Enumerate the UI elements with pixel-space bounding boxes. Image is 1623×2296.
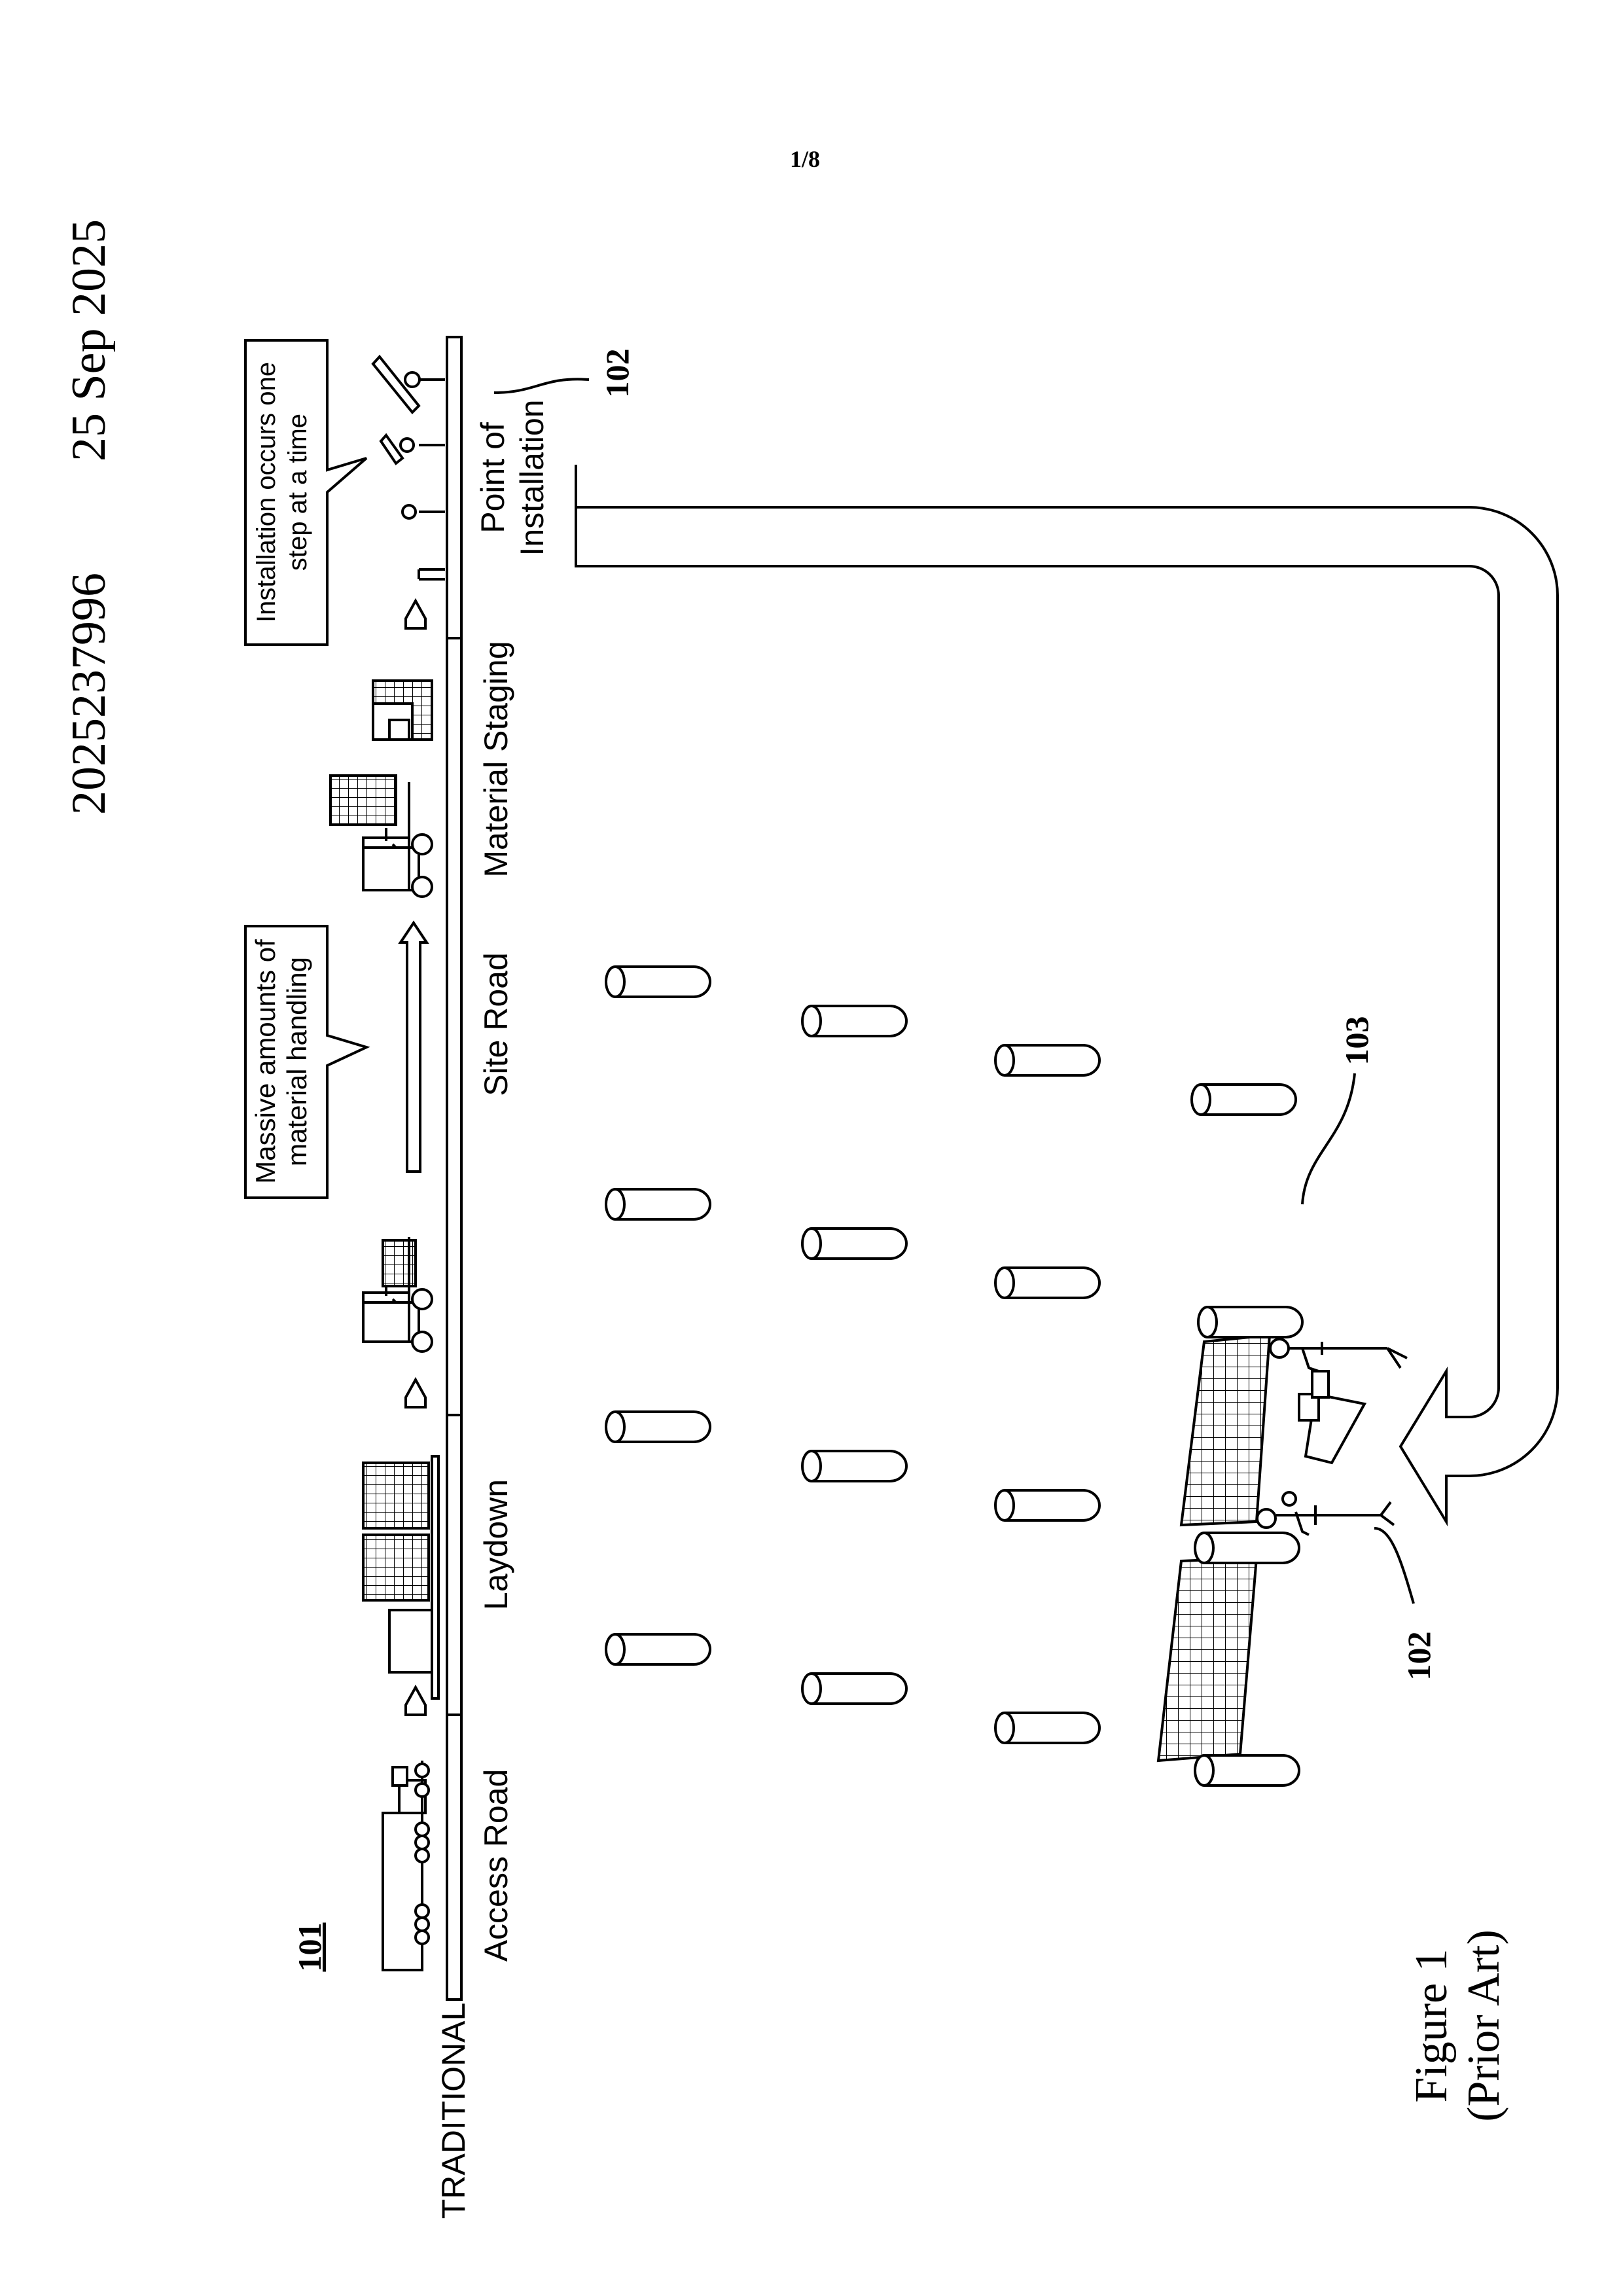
forklift-icon: [330, 776, 432, 897]
pile-icon: [802, 1451, 906, 1481]
pile-icon: [995, 1490, 1099, 1520]
ref-102-top: 102: [599, 349, 635, 398]
ref-102-bottom: 102: [1400, 1632, 1437, 1681]
callout-material-line2: material handling: [281, 957, 312, 1166]
callout-installation: Installation occurs one step at a time: [245, 340, 366, 645]
callout-install-line2: step at a time: [283, 414, 312, 571]
callout-material-handling: Massive amounts of material handling: [245, 926, 366, 1198]
pile-icon: [1198, 1307, 1302, 1337]
pile-icon: [802, 1006, 906, 1036]
pile-icon: [995, 1268, 1099, 1298]
callout-material-line1: Massive amounts of: [250, 939, 281, 1184]
truck-icon: [383, 1761, 429, 1970]
figure-ref-101: 101: [291, 1923, 328, 1972]
pile-icon: [995, 1713, 1099, 1743]
page-number: 1/8: [790, 146, 820, 172]
pile-icon: [606, 1634, 710, 1664]
material-boxes-icon: [1299, 1371, 1364, 1463]
pile-icon: [1195, 1533, 1299, 1563]
timeline: [447, 337, 461, 2000]
installation-sequence-icon: [373, 357, 445, 579]
leader-line-102-bottom: [1374, 1528, 1414, 1604]
pile-icon: [1192, 1085, 1296, 1115]
figure-subtitle: (Prior Art): [1459, 1929, 1509, 2122]
solar-panel: [1181, 1335, 1270, 1525]
leader-line-103: [1302, 1073, 1355, 1204]
pile-icon: [606, 967, 710, 997]
installed-panel-row: [1158, 1307, 1302, 1785]
stage-label-laydown: Laydown: [478, 1479, 514, 1610]
stage-label-point-of: Point of: [474, 422, 511, 533]
solar-panel: [1158, 1558, 1257, 1761]
publication-date: 25 Sep 2025: [62, 219, 116, 461]
pile-icon: [802, 1674, 906, 1704]
publication-number: 2025237996: [62, 573, 116, 815]
flow-arrow-icon: [406, 1380, 425, 1407]
pile-icon: [606, 1189, 710, 1219]
ref-103: 103: [1338, 1016, 1375, 1066]
stage-label-site-road: Site Road: [478, 952, 514, 1096]
pile-icon: [802, 1229, 906, 1259]
pile-icon: [606, 1412, 710, 1442]
stage-label-material-staging: Material Staging: [478, 641, 514, 877]
figure-title: Figure 1: [1406, 1948, 1457, 2102]
return-flow-arrow-icon: [576, 465, 1558, 1522]
long-flow-arrow-icon: [401, 923, 427, 1172]
row-label-traditional: TRADITIONAL: [435, 2003, 472, 2219]
timeline-bar: [447, 337, 461, 2000]
stage-label-installation: Installation: [514, 399, 550, 556]
leader-line-102-top: [494, 379, 589, 393]
pile-icon: [995, 1045, 1099, 1075]
laydown-area-icon: [363, 1456, 438, 1698]
pile-icon: [1195, 1755, 1299, 1785]
flow-arrow-icon: [406, 601, 425, 628]
staged-materials-icon: [373, 681, 432, 740]
flow-arrow-icon: [406, 1687, 425, 1715]
worker-icon: [1270, 1339, 1407, 1371]
stage-label-access-road: Access Road: [478, 1769, 514, 1962]
worker-icon: [1257, 1492, 1394, 1535]
callout-install-line1: Installation occurs one: [252, 362, 281, 622]
forklift-icon: [363, 1237, 432, 1352]
